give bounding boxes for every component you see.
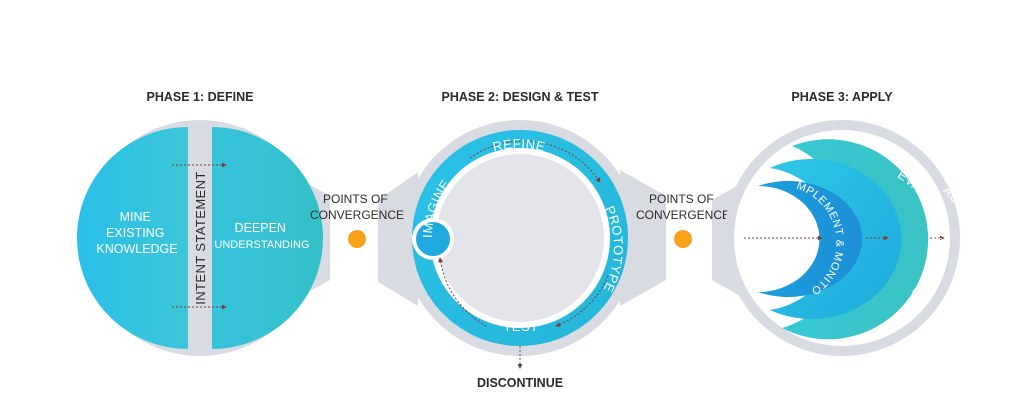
intent-statement-label: INTENT STATEMENT bbox=[193, 171, 208, 305]
discontinue-label: DISCONTINUE bbox=[477, 376, 563, 390]
convergence-point-2 bbox=[674, 230, 692, 248]
convergence-point-1 bbox=[348, 230, 366, 248]
phase-3-title: PHASE 3: APPLY bbox=[791, 90, 893, 104]
refine-label: REFINE bbox=[491, 136, 547, 154]
phase-2-circle bbox=[402, 120, 638, 369]
convergence-label-2: POINTS OF CONVERGENCE bbox=[636, 192, 730, 222]
deepen-understanding-label: DEEPEN UNDERSTANDING bbox=[214, 221, 309, 251]
phase-1-title: PHASE 1: DEFINE bbox=[147, 90, 254, 104]
phase-1-circle bbox=[77, 120, 323, 356]
phase-2-title: PHASE 2: DESIGN & TEST bbox=[442, 90, 599, 104]
test-label: TEST bbox=[503, 319, 538, 334]
phase-3-circle bbox=[724, 120, 960, 356]
mine-existing-knowledge-label: MINE EXISTING KNOWLEDGE bbox=[96, 210, 177, 256]
convergence-label-1: POINTS OF CONVERGENCE bbox=[310, 192, 404, 222]
